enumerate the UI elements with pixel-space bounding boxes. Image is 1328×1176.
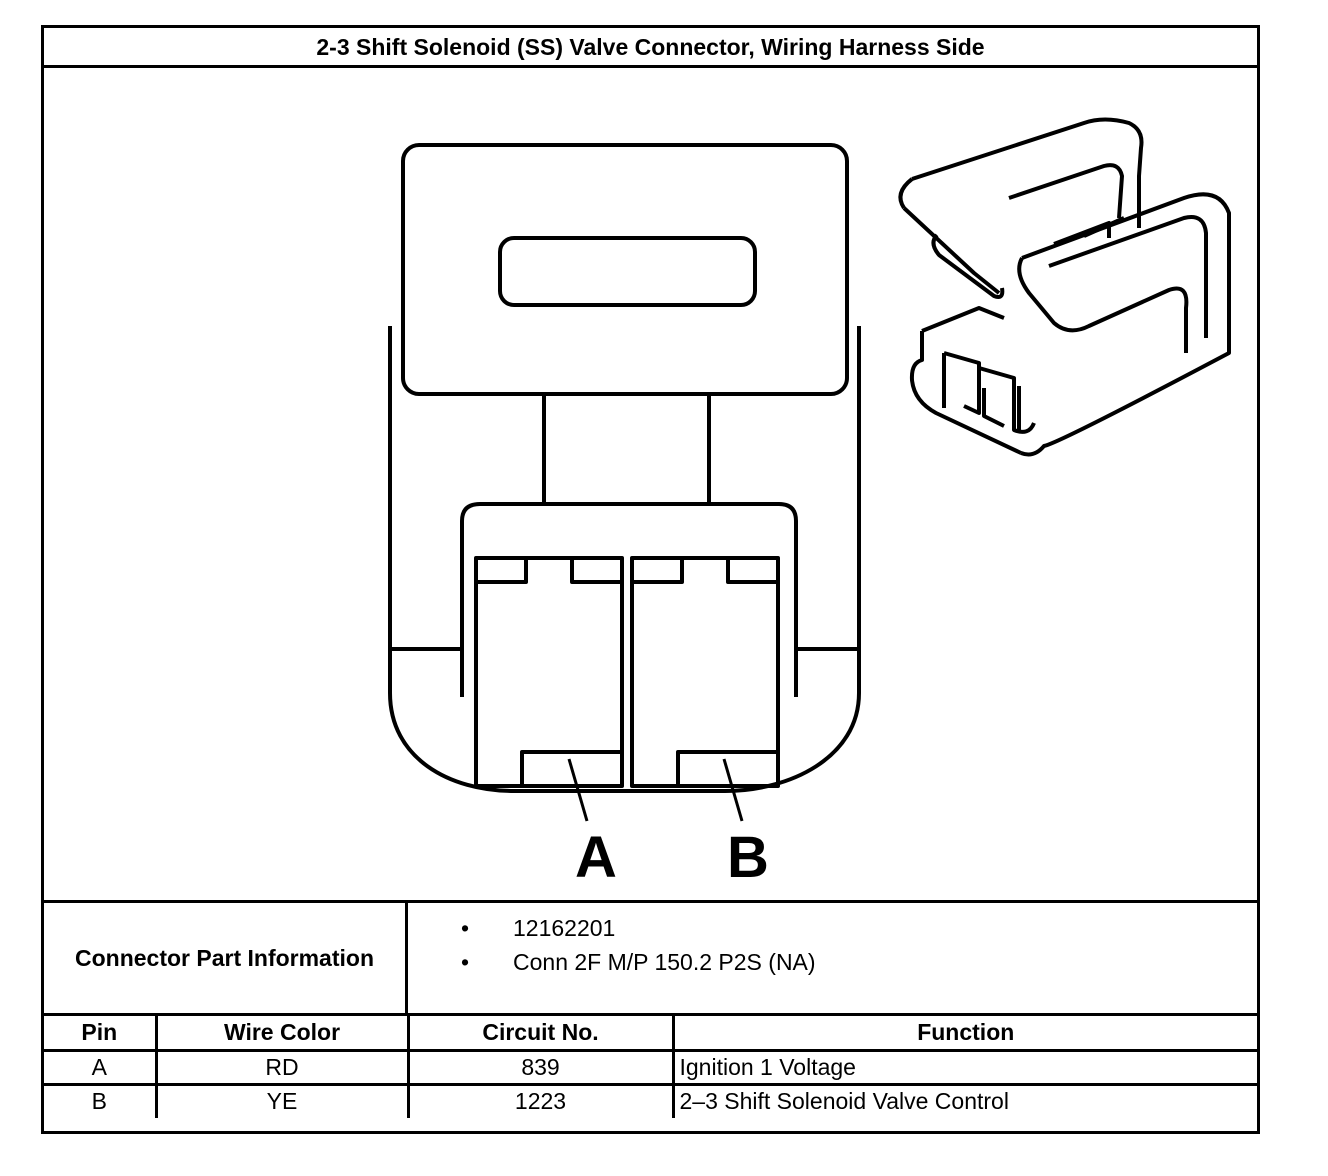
cavity-b <box>630 556 780 822</box>
table-row: B YE 1223 2–3 Shift Solenoid Valve Contr… <box>44 1082 1257 1118</box>
part-info-item: • 12162201 <box>408 911 816 945</box>
connector-description: Conn 2F M/P 150.2 P2S (NA) <box>513 949 816 975</box>
diagram-title: 2-3 Shift Solenoid (SS) Valve Connector,… <box>44 28 1257 68</box>
header-wire-color: Wire Color <box>154 1016 410 1052</box>
cell-pin: B <box>44 1082 158 1118</box>
part-info-item: • Conn 2F M/P 150.2 P2S (NA) <box>408 945 816 979</box>
bullet-icon: • <box>461 949 470 975</box>
connector-diagram-frame: 2-3 Shift Solenoid (SS) Valve Connector,… <box>41 25 1260 1134</box>
cell-pin: A <box>44 1048 158 1086</box>
pin-label-b: B <box>727 825 769 890</box>
cell-circuit-no: 1223 <box>406 1082 675 1118</box>
part-number: 12162201 <box>513 915 616 941</box>
bullet-icon: • <box>461 915 470 941</box>
cell-wire-color: RD <box>154 1048 410 1086</box>
pin-table-header: Pin Wire Color Circuit No. Function <box>44 1016 1257 1052</box>
connector-illustration: A B <box>388 117 1231 890</box>
connector-part-info: Connector Part Information • 12162201 • … <box>44 900 1257 1016</box>
header-function: Function <box>671 1016 1257 1052</box>
latch-slot <box>498 236 757 307</box>
latch-tab <box>401 143 849 396</box>
pin-label-a: A <box>575 825 617 890</box>
connector-body-outline <box>388 326 861 793</box>
cell-wire-color: YE <box>154 1082 410 1118</box>
cell-circuit-no: 839 <box>406 1048 675 1086</box>
connector-isometric-view <box>898 117 1231 457</box>
cell-function: 2–3 Shift Solenoid Valve Control <box>671 1082 1257 1118</box>
header-circuit-no: Circuit No. <box>406 1016 675 1052</box>
connector-front-view <box>388 143 861 822</box>
connector-part-info-label: Connector Part Information <box>44 903 408 1013</box>
cavity-a <box>474 556 624 822</box>
header-pin: Pin <box>44 1016 158 1052</box>
terminal-housing <box>460 502 798 649</box>
connector-drawing: A B <box>44 68 1257 900</box>
table-row: A RD 839 Ignition 1 Voltage <box>44 1048 1257 1086</box>
cell-function: Ignition 1 Voltage <box>671 1048 1257 1086</box>
pin-table: Pin Wire Color Circuit No. Function A RD… <box>44 1016 1257 1118</box>
connector-part-info-list: • 12162201 • Conn 2F M/P 150.2 P2S (NA) <box>408 911 816 979</box>
